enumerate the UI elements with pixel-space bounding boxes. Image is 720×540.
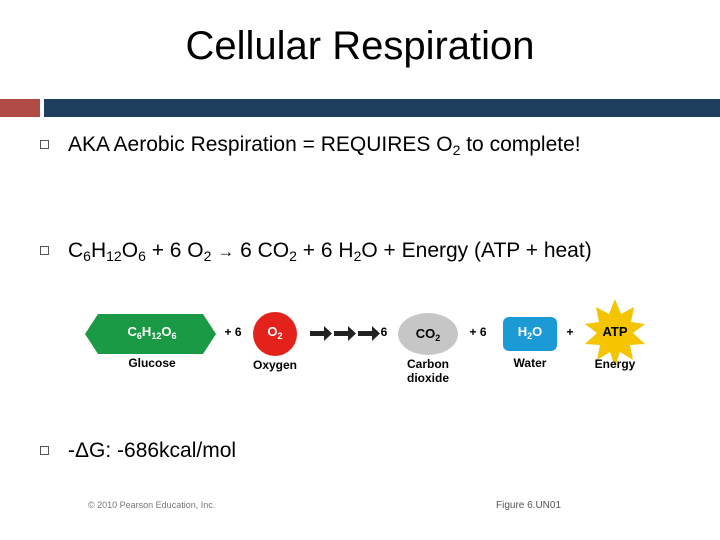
figure-graphics xyxy=(85,300,645,367)
co2-ellipse xyxy=(398,313,458,355)
atp-formula: ATP xyxy=(602,324,628,339)
glucose-label: Glucose xyxy=(128,356,176,370)
glucose-formula: C6H12O6 xyxy=(127,324,177,341)
square-bullet-icon xyxy=(40,140,49,149)
right-arrow-icon: → xyxy=(217,242,235,261)
water-box xyxy=(503,317,557,351)
figure-caption: Figure 6.UN01 xyxy=(496,500,562,511)
bullet-text: AKA Aerobic Respiration = REQUIRES O2 to… xyxy=(68,133,581,158)
dioxide-label: dioxide xyxy=(406,371,449,385)
oxygen-label: Oxygen xyxy=(252,358,297,372)
bullet-equation: C6H12O6 + 6 O2 → 6 CO2 + 6 H2O + Energy … xyxy=(40,236,700,266)
co2-formula: CO2 xyxy=(415,326,441,343)
arrow-icon xyxy=(310,326,380,341)
bullet-delta-g: -ΔG: -686kcal/mol xyxy=(40,436,700,466)
six-label: 6 xyxy=(380,325,388,339)
atp-burst xyxy=(585,300,645,367)
plus-label: + xyxy=(566,325,574,339)
water-formula: H2O xyxy=(517,324,543,341)
oxygen-circle xyxy=(253,312,297,356)
bullet-text: -ΔG: -686kcal/mol xyxy=(68,439,237,462)
respiration-figure: C6H12O6 + 6 O2 6 CO2 + 6 H2O + ATP Gluco… xyxy=(84,300,664,390)
energy-label: Energy xyxy=(594,357,636,371)
glucose-hexagon xyxy=(85,314,216,354)
slide-title: Cellular Respiration xyxy=(185,24,535,68)
carbon-label: Carbon xyxy=(407,357,449,371)
bullet-aerobic: AKA Aerobic Respiration = REQUIRES O2 to… xyxy=(40,130,700,160)
square-bullet-icon xyxy=(40,446,49,455)
title-rule-bar xyxy=(44,99,720,117)
plus-six-label: + 6 xyxy=(469,325,487,339)
water-label: Water xyxy=(513,356,547,370)
plus-six-label: + 6 xyxy=(224,325,242,339)
square-bullet-icon xyxy=(40,246,49,255)
copyright-text: © 2010 Pearson Education, Inc. xyxy=(88,500,216,510)
title-rule-accent xyxy=(0,99,40,117)
equation-text: C6H12O6 + 6 O2 → 6 CO2 + 6 H2O + Energy … xyxy=(68,239,592,264)
oxygen-formula: O2 xyxy=(267,324,283,341)
